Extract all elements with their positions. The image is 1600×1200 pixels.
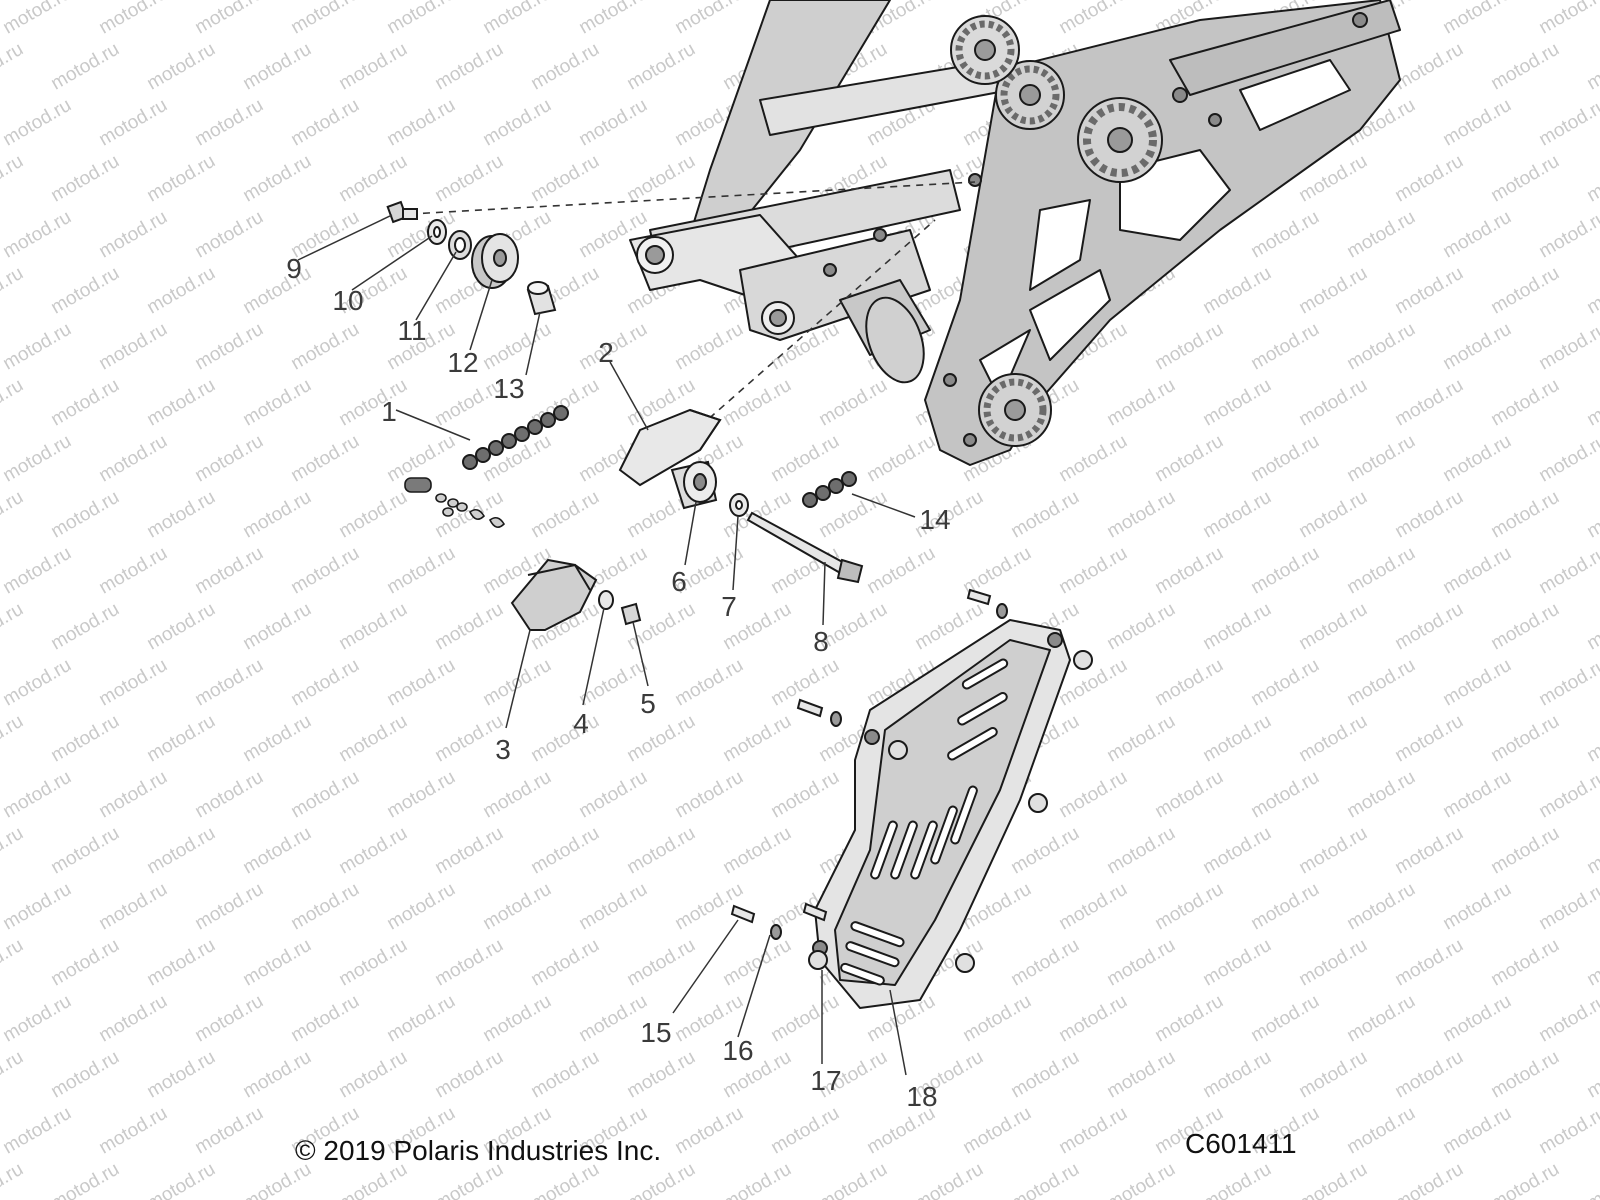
part-18-chaincase-cover bbox=[812, 619, 1071, 1009]
part-7-washer bbox=[729, 493, 749, 517]
alignment-lines bbox=[409, 181, 976, 445]
diagram-id: C601411 bbox=[1185, 1128, 1297, 1159]
suspension-frame-assembly bbox=[629, 0, 1401, 466]
part-17-nuts bbox=[808, 650, 1093, 973]
part-11-spacer bbox=[448, 230, 472, 260]
part-9-bolt bbox=[386, 200, 418, 224]
callout-1: 1 bbox=[381, 396, 397, 427]
callout-4: 4 bbox=[573, 708, 589, 739]
part-13-bushing bbox=[526, 281, 557, 316]
part-1-chain-link-kit bbox=[404, 477, 506, 528]
rail-cutout-3 bbox=[1029, 269, 1111, 361]
part-16-washers bbox=[770, 603, 1008, 940]
lower-sprocket bbox=[978, 373, 1052, 447]
part-1-drive-chain bbox=[462, 405, 569, 470]
part-15-bolts bbox=[730, 588, 992, 924]
callout-17: 17 bbox=[810, 1065, 841, 1096]
callout-15: 15 bbox=[640, 1017, 671, 1048]
callout-18: 18 bbox=[906, 1081, 937, 1112]
callout-2: 2 bbox=[598, 337, 614, 368]
leader-lines bbox=[297, 214, 916, 1076]
callout-6: 6 bbox=[671, 566, 687, 597]
callout-14: 14 bbox=[919, 504, 950, 535]
part-12-idler-wheel bbox=[471, 233, 519, 289]
top-sprocket bbox=[950, 15, 1020, 85]
callout-12: 12 bbox=[447, 347, 478, 378]
callout-9: 9 bbox=[286, 253, 302, 284]
callout-11: 11 bbox=[397, 315, 426, 346]
part-14-chain-section bbox=[802, 471, 857, 508]
part-4-washer bbox=[598, 590, 614, 610]
callout-13: 13 bbox=[493, 373, 524, 404]
part-8-long-bolt bbox=[746, 511, 864, 584]
callout-3: 3 bbox=[495, 734, 511, 765]
rail-cutout-2 bbox=[1029, 199, 1091, 291]
upper-sprocket bbox=[1077, 97, 1163, 183]
rail-cutout-4 bbox=[1239, 59, 1351, 131]
upper-rail bbox=[1169, 0, 1401, 96]
callout-10: 10 bbox=[332, 285, 363, 316]
copyright-text: © 2019 Polaris Industries Inc. bbox=[295, 1135, 662, 1166]
callout-labels: 9 10 11 12 13 1 2 6 7 8 14 3 4 5 15 16 1… bbox=[286, 253, 950, 1112]
callout-7: 7 bbox=[721, 591, 737, 622]
callout-16: 16 bbox=[722, 1035, 753, 1066]
callout-5: 5 bbox=[640, 688, 656, 719]
callout-8: 8 bbox=[813, 626, 829, 657]
part-5-bolt bbox=[620, 602, 642, 626]
cover-vent-slots bbox=[840, 658, 1009, 986]
rail-fasteners bbox=[823, 12, 1368, 447]
part-3-chain-guide bbox=[510, 558, 598, 631]
middle-sprocket bbox=[995, 60, 1065, 130]
part-10-washer bbox=[427, 219, 447, 245]
part-6-roller bbox=[670, 460, 718, 510]
part-2-chain-tensioner-slider bbox=[618, 408, 722, 487]
